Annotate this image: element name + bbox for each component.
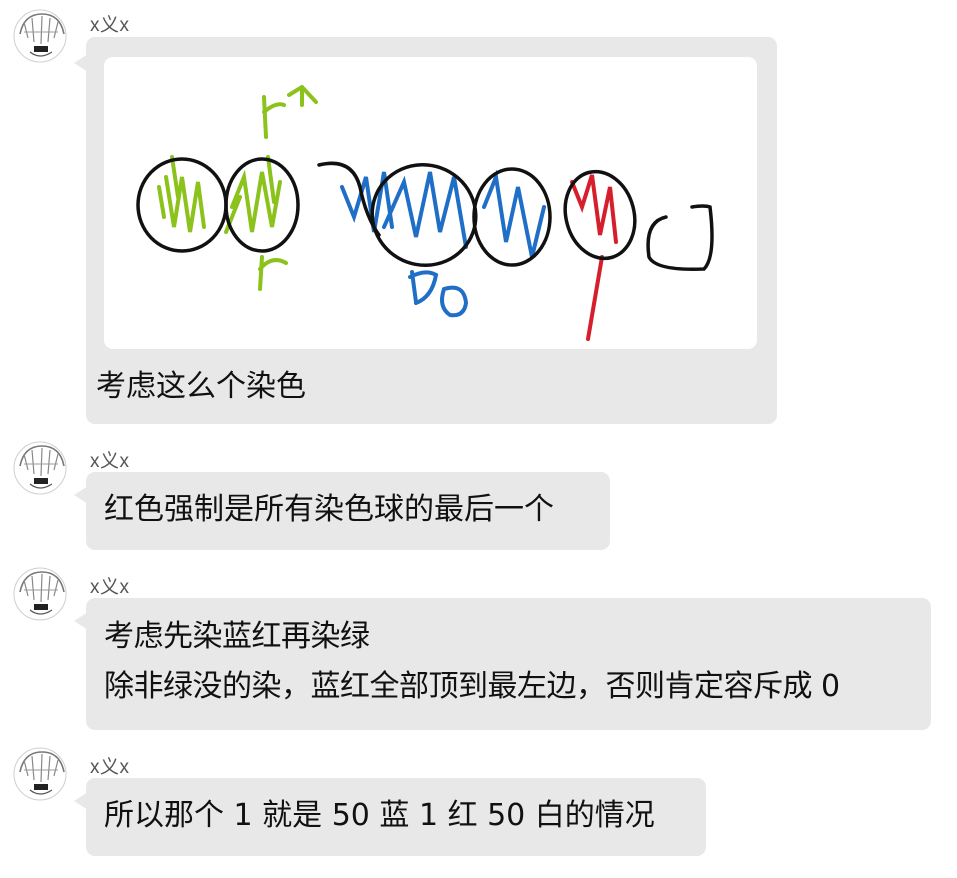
- avatar[interactable]: [12, 440, 70, 496]
- ball-outlines: [136, 157, 714, 271]
- avatar-sketch-icon: [13, 567, 67, 621]
- blue-scribble: [340, 169, 546, 318]
- sender-name: x义x: [90, 451, 130, 472]
- message-text: 红色强制是所有染色球的最后一个: [104, 492, 554, 527]
- message-bubble[interactable]: 考虑先染蓝红再染绿 除非绿没的染，蓝红全部顶到最左边，否则肯定容斥成 0: [86, 598, 931, 730]
- avatar-sketch-icon: [13, 441, 67, 495]
- message-text: 除非绿没的染，蓝红全部顶到最左边，否则肯定容斥成 0: [104, 669, 840, 704]
- sender-name: x义x: [90, 577, 130, 598]
- avatar[interactable]: [12, 746, 70, 802]
- bubble-tail: [74, 54, 88, 72]
- bubble-tail: [74, 792, 88, 810]
- avatar-sketch-icon: [13, 747, 67, 801]
- red-scribble: [570, 174, 618, 341]
- message-text: 所以那个 1 就是 50 蓝 1 红 50 白的情况: [104, 798, 655, 833]
- avatar-sketch-icon: [13, 9, 67, 63]
- message-bubble[interactable]: 所以那个 1 就是 50 蓝 1 红 50 白的情况: [86, 778, 706, 856]
- avatar[interactable]: [12, 566, 70, 622]
- sender-name: x义x: [90, 757, 130, 778]
- message-bubble[interactable]: 红色强制是所有染色球的最后一个: [86, 472, 610, 550]
- sender-name: x义x: [90, 15, 130, 36]
- sketch-image[interactable]: [104, 57, 757, 349]
- coloring-sketch: [136, 85, 714, 341]
- message-text: 考虑先染蓝红再染绿: [104, 619, 370, 654]
- green-scribble: [157, 85, 318, 291]
- bubble-tail: [74, 612, 88, 630]
- image-caption: 考虑这么个染色: [96, 369, 306, 404]
- avatar[interactable]: [12, 8, 70, 64]
- bubble-tail: [74, 486, 88, 504]
